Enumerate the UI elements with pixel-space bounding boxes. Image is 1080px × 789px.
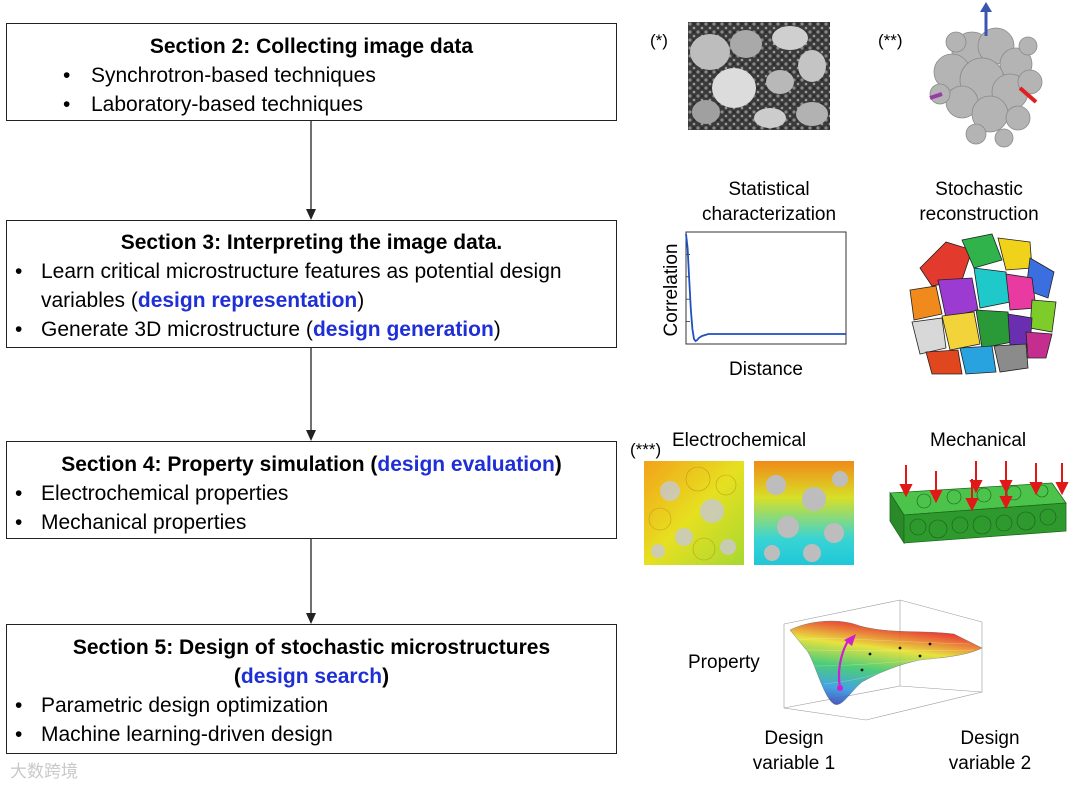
plot-frame xyxy=(685,231,847,345)
section-3-title: Section 3: Interpreting the image data. xyxy=(120,231,503,254)
marker-simulation: (***) xyxy=(630,440,662,459)
correlation-chart: Correlation Distance xyxy=(661,231,847,380)
list-item: Laboratory-based techniques xyxy=(7,90,616,119)
section-3-list: Learn critical microstructure features a… xyxy=(7,257,616,344)
force-arrow-head xyxy=(965,498,979,512)
flow-arrow-4-5 xyxy=(306,539,316,624)
flow-arrow-2-3 xyxy=(306,121,316,220)
section-2-list: Synchrotron-based techniques Laboratory-… xyxy=(7,61,616,119)
reconstruction-cube-image xyxy=(909,233,1057,375)
mechanical-slab-image xyxy=(889,461,1069,545)
force-arrow-head xyxy=(999,496,1013,510)
watermark-logo: 大数跨境 xyxy=(10,762,78,781)
list-item: Mechanical properties xyxy=(7,508,616,537)
mechanical-label: Mechanical xyxy=(930,430,1027,451)
design-evaluation-term: design evaluation xyxy=(377,453,555,476)
section-5-box: Section 5: Design of stochastic microstr… xyxy=(6,624,617,754)
list-item: Synchrotron-based techniques xyxy=(7,61,616,90)
force-arrow-head xyxy=(899,484,913,498)
stat-title: Statistical characterization xyxy=(701,179,837,225)
x-axis-label: Distance xyxy=(729,359,803,380)
y-axis-label: Correlation xyxy=(661,244,682,337)
section-3-box: Section 3: Interpreting the image data. … xyxy=(6,220,617,348)
sem-micrograph-image xyxy=(688,22,830,130)
section-5-subtitle: (design search) xyxy=(233,665,390,688)
design-surface-plot xyxy=(783,599,983,721)
section-4-list: Electrochemical properties Mechanical pr… xyxy=(7,479,616,537)
force-arrow-head xyxy=(929,490,943,504)
recon-title: Stochastic reconstruction xyxy=(919,179,1039,225)
section-2-box: Section 2: Collecting image data Synchro… xyxy=(6,23,617,121)
particle-cluster-image xyxy=(929,2,1043,148)
property-axis-label: Property xyxy=(688,652,760,673)
list-item: Generate 3D microstructure (design gener… xyxy=(7,315,616,344)
section-2-title: Section 2: Collecting image data xyxy=(149,35,474,58)
electrochemical-cube-cyan-image xyxy=(754,461,854,565)
design-representation-term: design representation xyxy=(137,289,358,312)
correlation-series-line xyxy=(685,233,846,343)
list-item: Machine learning-driven design xyxy=(7,720,616,749)
electrochemical-cube-yellow-image xyxy=(644,461,744,565)
design-generation-term: design generation xyxy=(312,318,494,341)
flow-arrow-3-4 xyxy=(306,348,316,441)
section-4-title: Section 4: Property simulation (design e… xyxy=(61,453,562,476)
list-item: Learn critical microstructure features a… xyxy=(7,257,616,315)
section-5-title: Section 5: Design of stochastic microstr… xyxy=(72,636,551,659)
marker-3d-reconstruction: (**) xyxy=(878,31,903,50)
list-item: Electrochemical properties xyxy=(7,479,616,508)
marker-synchrotron: (*) xyxy=(650,31,668,50)
electrochemical-label: Electrochemical xyxy=(672,430,807,451)
design-variable-2-label: Design variable 2 xyxy=(948,728,1032,774)
force-arrow-head xyxy=(1055,482,1069,496)
design-variable-1-label: Design variable 1 xyxy=(752,728,836,774)
design-search-term: design search xyxy=(240,665,383,688)
list-item: Parametric design optimization xyxy=(7,691,616,720)
section-5-list: Parametric design optimization Machine l… xyxy=(7,691,616,749)
force-arrow-head xyxy=(1029,482,1043,496)
section-4-box: Section 4: Property simulation (design e… xyxy=(6,441,617,539)
force-arrow-head xyxy=(969,480,983,494)
